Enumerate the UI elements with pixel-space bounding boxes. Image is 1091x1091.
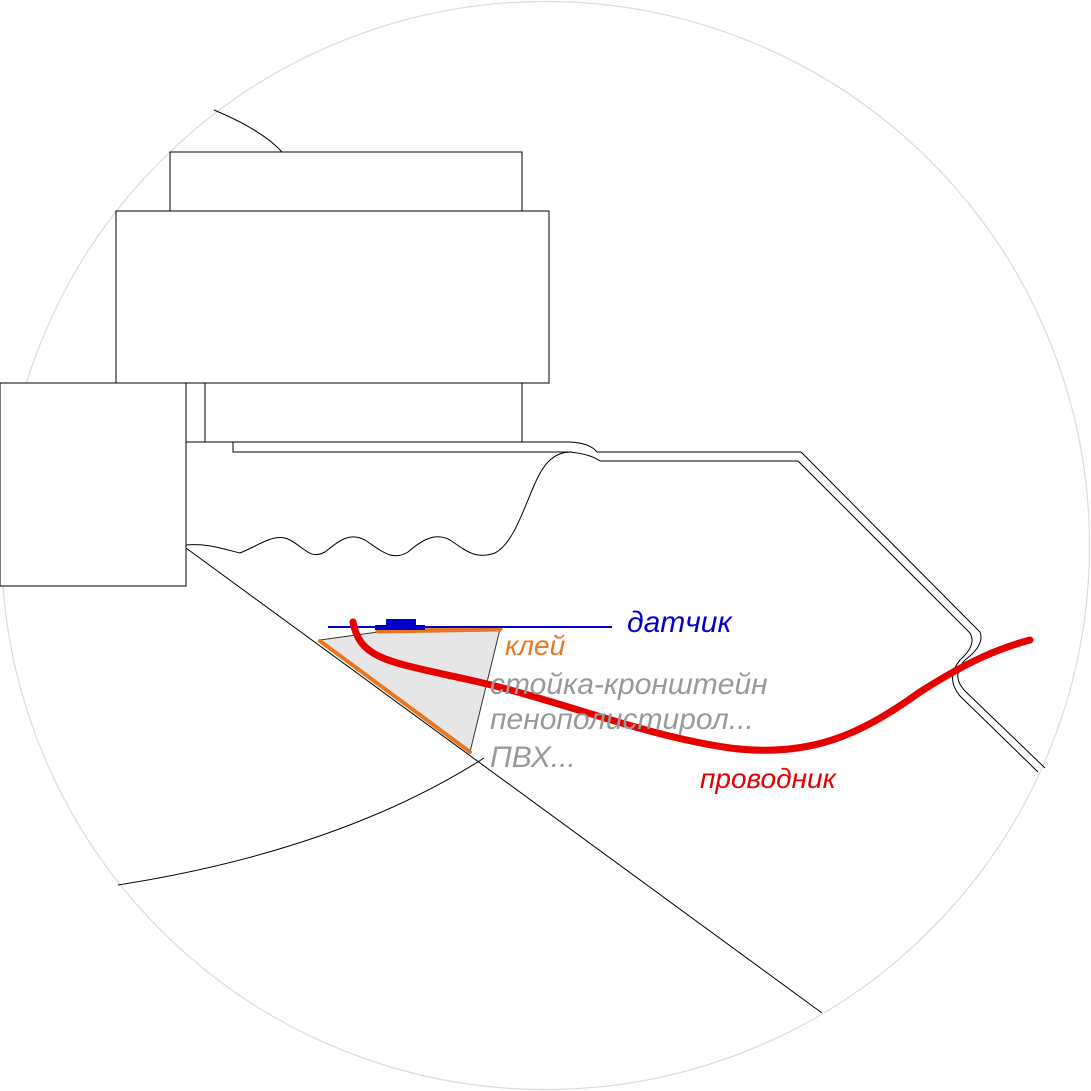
flange-inner xyxy=(232,442,1039,773)
upper-arc xyxy=(213,109,283,153)
conductor-wire xyxy=(349,618,1034,754)
glue-label: клей xyxy=(505,630,566,661)
sensor-base xyxy=(375,625,425,630)
lower-arc xyxy=(117,757,485,886)
glue-layer-top xyxy=(375,626,503,634)
sensor-label: датчик xyxy=(627,606,733,639)
support-label-line2: пенополистирол... xyxy=(490,703,754,736)
glue-layer-diagonal xyxy=(318,639,472,754)
lower-block xyxy=(204,382,523,443)
support-label-line1: стойка-кронштейн xyxy=(490,668,768,701)
left-block xyxy=(0,382,187,587)
middle-block xyxy=(115,210,550,384)
sensor-body xyxy=(386,619,416,629)
wavy-seal xyxy=(185,451,573,557)
flange-outer xyxy=(186,441,1046,769)
top-block xyxy=(169,151,523,212)
support-label-line3: ПВХ... xyxy=(490,741,576,774)
diagonal-surface-line xyxy=(185,547,823,1014)
conductor-label: проводник xyxy=(700,763,838,794)
